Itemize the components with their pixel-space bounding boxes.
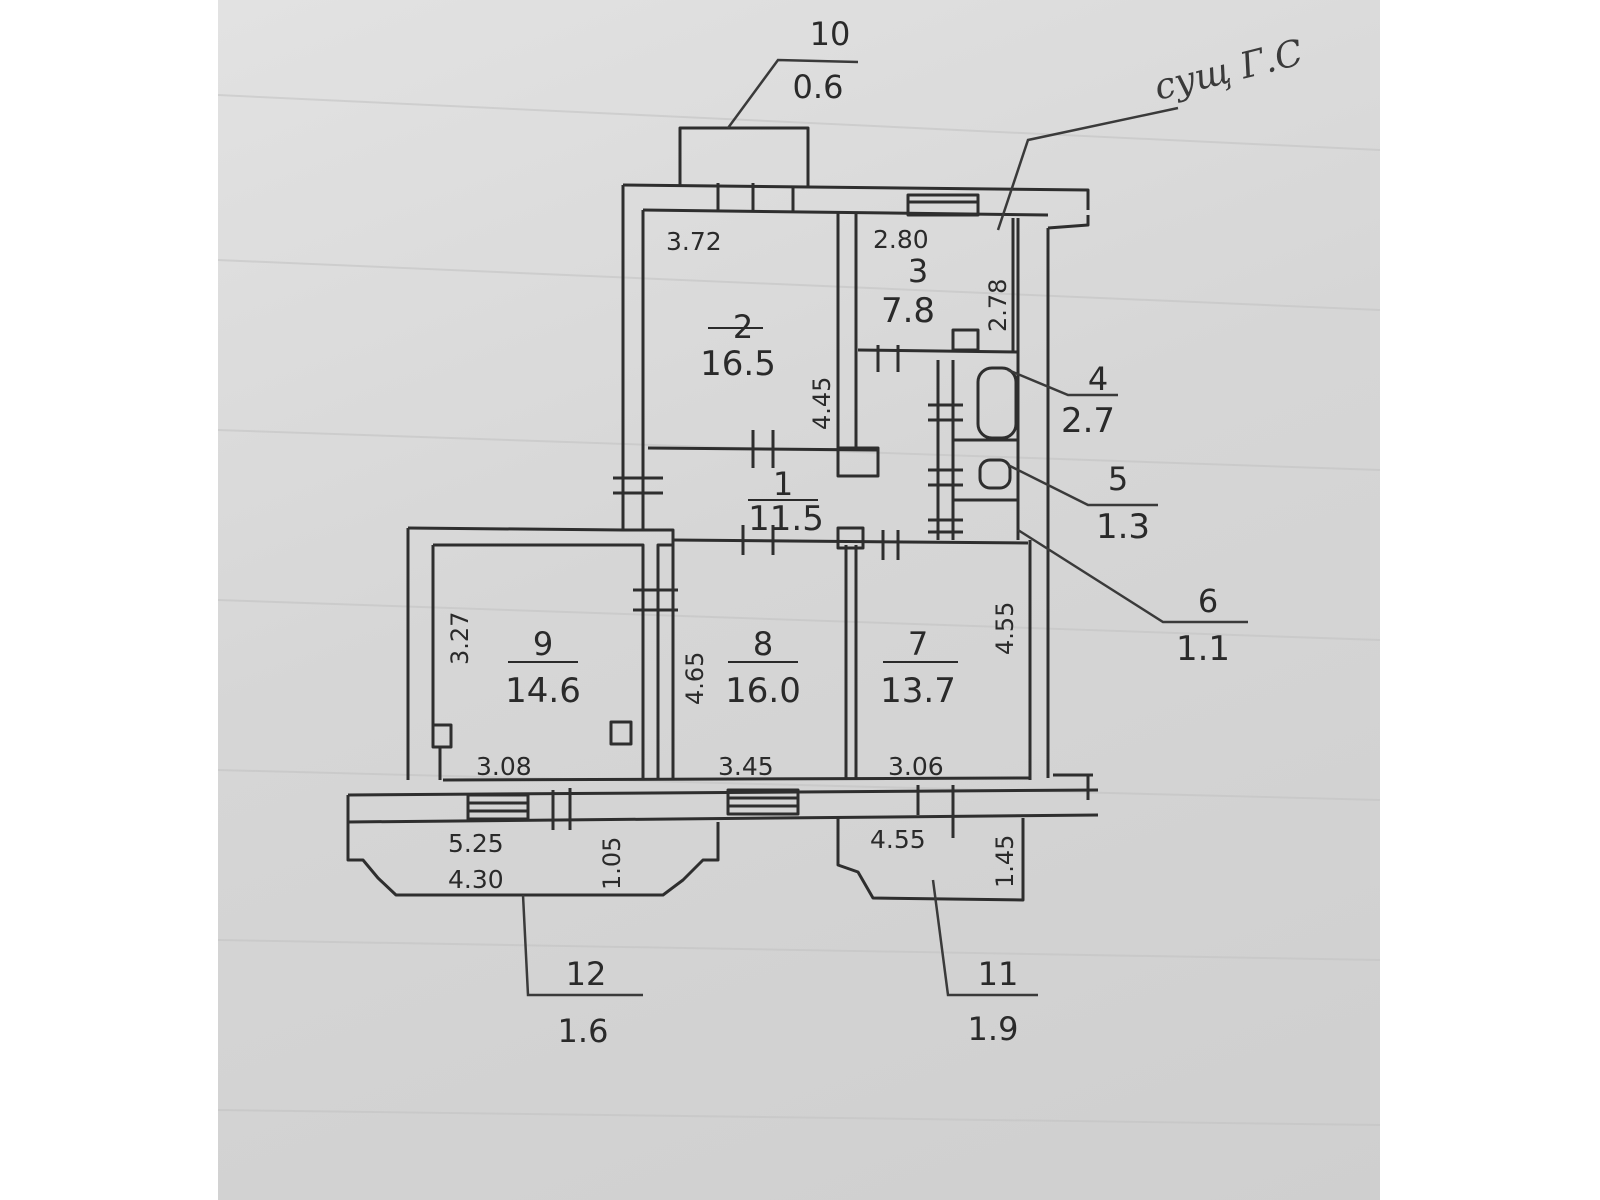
dim-room2-height: 4.45 — [808, 377, 836, 430]
room-labels: 2 16.5 3 7.8 4 2.7 5 1.3 6 1.1 1 11.5 9 … — [505, 15, 1230, 1050]
room-3-number: 3 — [908, 252, 928, 290]
floor-plan-drawing: 2 16.5 3 7.8 4 2.7 5 1.3 6 1.1 1 11.5 9 … — [218, 15, 1380, 1126]
leader-12 — [521, 894, 643, 997]
dim-balcony11-width: 4.55 — [870, 825, 926, 854]
door-marks — [551, 183, 1093, 838]
corridor-bottom — [672, 538, 1029, 545]
room-5-number: 5 — [1108, 460, 1128, 498]
room-4-number: 4 — [1088, 360, 1108, 398]
dim-balcony11-depth: 1.45 — [991, 835, 1019, 888]
dim-room8-height: 4.65 — [681, 652, 709, 705]
room-6-number: 6 — [1198, 582, 1218, 620]
leader-annotation — [996, 106, 1179, 231]
room-11-area: 1.9 — [968, 1010, 1019, 1048]
leader-4 — [1007, 368, 1098, 397]
dim-balcony12-depth: 1.05 — [598, 837, 626, 890]
dim-room8-width: 3.45 — [718, 752, 774, 781]
room-10-number: 10 — [810, 15, 851, 53]
room-7-number: 7 — [908, 625, 928, 663]
room-5-area: 1.3 — [1096, 507, 1150, 547]
room-3-area: 7.8 — [881, 291, 935, 331]
room-8-area: 16.0 — [725, 671, 801, 711]
leader-10 — [726, 58, 859, 129]
top-inner-wall — [642, 208, 1049, 217]
outer-wall-top — [622, 183, 1090, 210]
room-4-area: 2.7 — [1061, 401, 1115, 441]
room-1-area: 11.5 — [748, 499, 824, 539]
room-6-area: 1.1 — [1176, 629, 1230, 669]
room-9-outline — [407, 526, 675, 780]
balcony-11-outline — [836, 818, 1025, 902]
room-11-number: 11 — [978, 955, 1019, 993]
floor-plan-photo: 2 16.5 3 7.8 4 2.7 5 1.3 6 1.1 1 11.5 9 … — [218, 0, 1380, 1200]
room-8-number: 8 — [753, 625, 773, 663]
dim-room3-height: 2.78 — [984, 279, 1012, 332]
outer-wall-bottom — [347, 788, 1099, 797]
dim-room9-width: 3.08 — [476, 752, 532, 781]
balcony-12-outline — [346, 822, 720, 897]
dim-balcony12-inner: 4.30 — [448, 865, 504, 894]
leader-11 — [931, 879, 1038, 997]
leader-5 — [1007, 463, 1158, 507]
room-10-area: 0.6 — [793, 68, 844, 106]
room-12-area: 1.6 — [558, 1012, 609, 1050]
dim-room2-width: 3.72 — [666, 227, 722, 256]
room-9-area: 14.6 — [505, 671, 581, 711]
leader-6 — [1017, 528, 1248, 624]
dimension-labels: 3.72 4.45 2.80 2.78 3.27 3.08 4.65 3.45 … — [446, 225, 1019, 894]
handwritten-annotation: сущ Г.С — [1150, 32, 1307, 108]
room-7-area: 13.7 — [880, 671, 956, 711]
room-1-number: 1 — [773, 465, 793, 503]
room-2-area: 16.5 — [700, 344, 776, 384]
dim-room9-height: 3.27 — [446, 612, 474, 665]
dim-room7-height: 4.55 — [991, 602, 1019, 655]
room-12-number: 12 — [566, 955, 607, 993]
dim-room7-width: 3.06 — [888, 752, 944, 781]
wall-2-bottom — [647, 446, 879, 452]
room-10-outline — [678, 126, 810, 188]
dim-balcony12-outer: 5.25 — [448, 829, 504, 858]
dim-room3-width: 2.80 — [873, 225, 929, 254]
leader-lines — [521, 58, 1248, 997]
room-9-number: 9 — [533, 625, 553, 663]
